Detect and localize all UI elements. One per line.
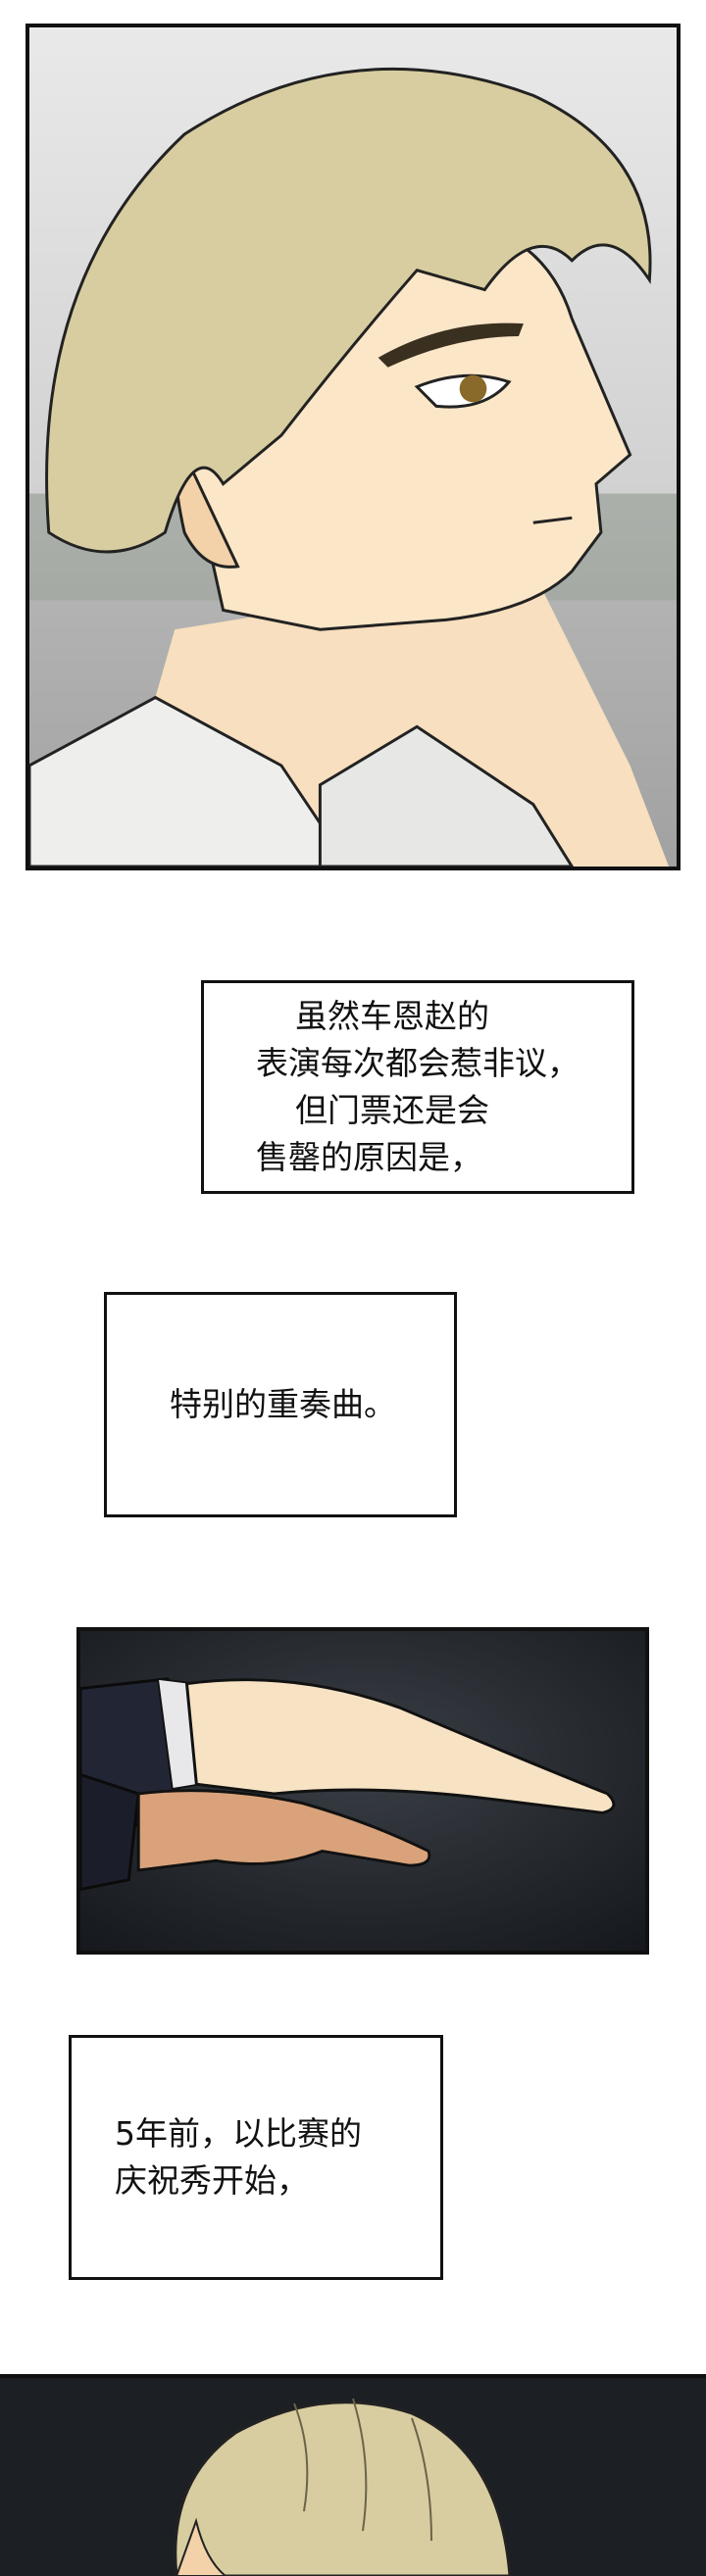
- narration-line: 庆祝秀开始，: [115, 2161, 309, 2200]
- head-top-illustration: [0, 2374, 706, 2576]
- narration-line: 但门票还是会: [295, 1091, 489, 1129]
- comic-panel-profile: [25, 24, 681, 870]
- narration-box-2: 特别的重奏曲。: [104, 1292, 457, 1517]
- narration-line: 5年前，以比赛的: [115, 2114, 362, 2153]
- narration-box-1: 虽然车恩赵的 表演每次都会惹非议， 但门票还是会 售罄的原因是，: [201, 980, 634, 1194]
- narration-box-3: 5年前，以比赛的 庆祝秀开始，: [69, 2035, 443, 2280]
- narration-line: 售罄的原因是，: [256, 1138, 482, 1176]
- hands-illustration: [80, 1631, 645, 1951]
- comic-panel-hands: [76, 1627, 649, 1955]
- profile-illustration: [29, 27, 677, 867]
- narration-line: 表演每次都会惹非议，: [256, 1044, 580, 1082]
- eye-iris: [459, 374, 487, 403]
- comic-panel-head-top: [0, 2374, 706, 2576]
- narration-line: 特别的重奏曲。: [170, 1385, 396, 1423]
- narration-line: 虽然车恩赵的: [295, 997, 489, 1035]
